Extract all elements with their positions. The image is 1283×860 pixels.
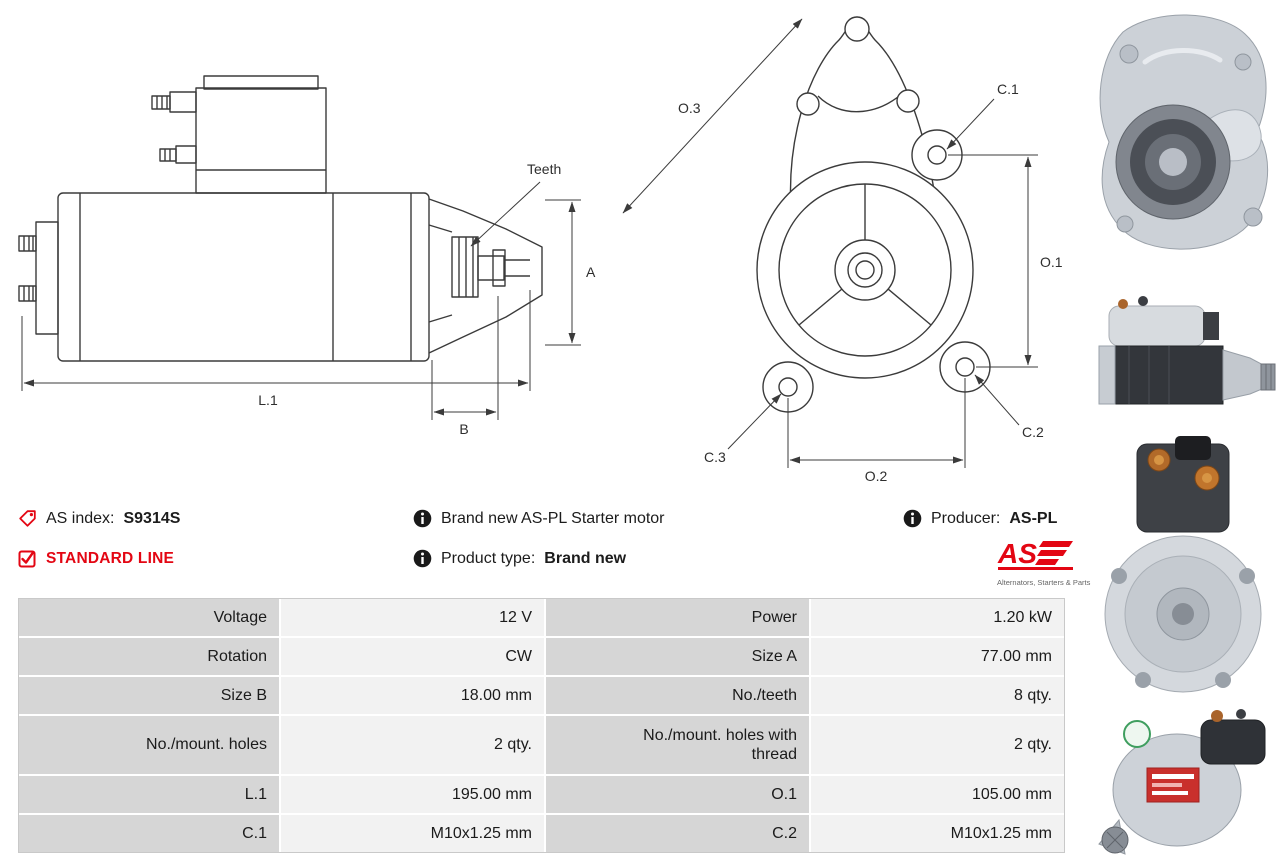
- spec-label: C.2: [546, 815, 809, 852]
- producer-row: Producer: AS-PL: [903, 509, 1057, 528]
- spec-label: C.1: [19, 815, 279, 852]
- product-type-row: Product type: Brand new: [413, 549, 626, 568]
- aspl-logo: AS Alternators, Starters & Parts: [997, 536, 1091, 587]
- info-icon: [413, 549, 432, 568]
- as-index-row: AS index: S9314S: [18, 509, 180, 528]
- spec-value: 18.00 mm: [281, 677, 544, 714]
- dim-o1-label: O.1: [1040, 254, 1063, 270]
- product-type-label: Product type:: [441, 549, 536, 567]
- aspl-logo-stripes: [998, 541, 1073, 570]
- front-view-dimension-lines: [622, 18, 1038, 468]
- spec-value: 2 qty.: [811, 716, 1064, 774]
- side-view-labels: Teeth A L.1 B: [258, 161, 596, 437]
- standard-line-row: STANDARD LINE: [18, 549, 174, 568]
- spec-label: Rotation: [19, 638, 279, 675]
- dim-o2-label: O.2: [865, 468, 888, 484]
- aspl-logo-mark: AS: [997, 538, 1073, 570]
- spec-value: M10x1.25 mm: [281, 815, 544, 852]
- producer-label: Producer:: [931, 509, 1001, 527]
- aspl-logo-subtext: Alternators, Starters & Parts: [997, 578, 1091, 587]
- spec-label: No./mount. holes: [19, 716, 279, 774]
- spec-value: 12 V: [281, 599, 544, 636]
- product-photo-rear-quarter-view: [1098, 709, 1266, 855]
- spec-value: 105.00 mm: [811, 776, 1064, 813]
- side-view-dimension-lines: [21, 181, 581, 420]
- spec-value: 8 qty.: [811, 677, 1064, 714]
- brand-new-text: Brand new AS-PL Starter motor: [441, 509, 665, 527]
- spec-label: No./teeth: [546, 677, 809, 714]
- spec-label: Size A: [546, 638, 809, 675]
- technical-drawing-front-view: O.3 O.1 O.2 C.1 C.2 C.3: [622, 16, 1063, 484]
- spec-table: Voltage 12 V Power 1.20 kW Rotation CW S…: [18, 598, 1065, 853]
- spec-value: 2 qty.: [281, 716, 544, 774]
- technical-drawing-side-view: Teeth A L.1 B: [18, 75, 596, 437]
- spec-value: M10x1.25 mm: [811, 815, 1064, 852]
- spec-value: 1.20 kW: [811, 599, 1064, 636]
- dim-l1-label: L.1: [258, 392, 278, 408]
- standard-line-label: STANDARD LINE: [46, 549, 175, 567]
- dim-c3-label: C.3: [704, 449, 726, 465]
- spec-label: L.1: [19, 776, 279, 813]
- spec-label: Voltage: [19, 599, 279, 636]
- info-icon: [903, 509, 922, 528]
- product-photo-front-view: [1104, 436, 1262, 693]
- dim-a-label: A: [586, 264, 596, 280]
- brand-new-row: Brand new AS-PL Starter motor: [413, 509, 665, 528]
- spec-label: No./mount. holes with thread: [546, 716, 809, 774]
- tag-icon: [19, 510, 36, 527]
- front-view-outline: [756, 16, 991, 413]
- as-index-label: AS index:: [46, 509, 115, 527]
- product-photo-side-view: [1098, 296, 1276, 405]
- product-photo-front-quarter-view: [1099, 14, 1269, 250]
- checkbox-checked-icon: [18, 550, 36, 568]
- dim-c1-label: C.1: [997, 81, 1019, 97]
- side-view-outline: [18, 75, 543, 362]
- spec-label: Size B: [19, 677, 279, 714]
- front-view-labels: O.3 O.1 O.2 C.1 C.2 C.3: [678, 81, 1063, 484]
- aspl-logo-text: AS: [997, 538, 1037, 569]
- as-index-value: S9314S: [123, 509, 181, 527]
- spec-value: 77.00 mm: [811, 638, 1064, 675]
- producer-value: AS-PL: [1009, 509, 1058, 527]
- teeth-label: Teeth: [527, 161, 561, 177]
- product-photos: [1085, 0, 1283, 860]
- product-type-value: Brand new: [544, 549, 627, 567]
- dim-o3-label: O.3: [678, 100, 701, 116]
- dim-b-label: B: [459, 421, 468, 437]
- spec-label: O.1: [546, 776, 809, 813]
- spec-value: CW: [281, 638, 544, 675]
- spec-label: Power: [546, 599, 809, 636]
- info-icon: [413, 509, 432, 528]
- spec-value: 195.00 mm: [281, 776, 544, 813]
- dim-c2-label: C.2: [1022, 424, 1044, 440]
